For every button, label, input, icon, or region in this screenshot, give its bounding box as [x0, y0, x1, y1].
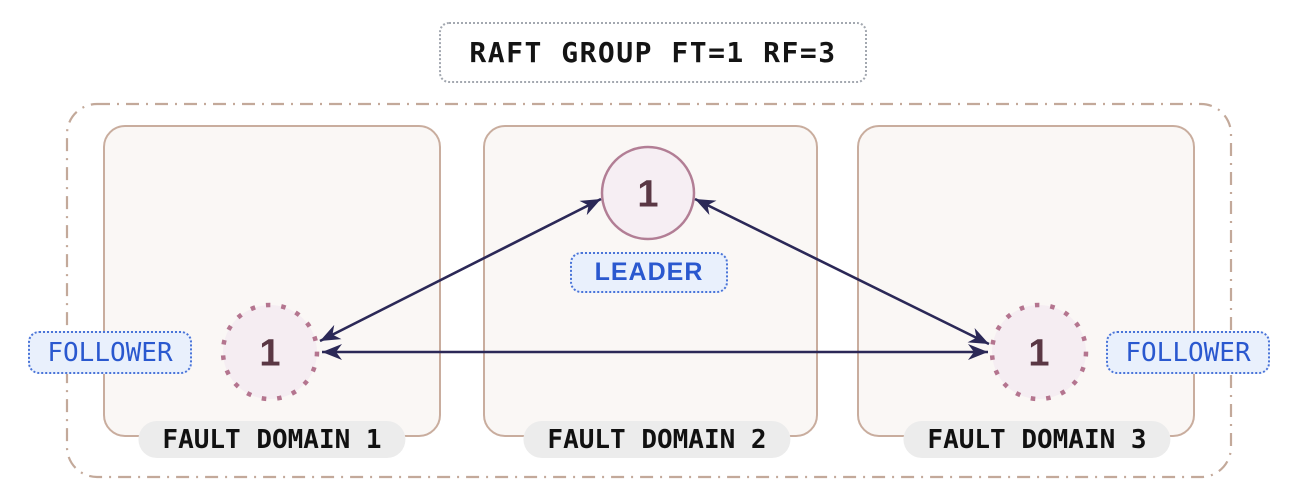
fault-domain-1-node-id: 1	[259, 332, 281, 375]
leader-label: LEADER	[570, 252, 728, 293]
follower-label-right: FOLLOWER	[1106, 331, 1270, 374]
fault-domain-2-label-pill: FAULT DOMAIN 2	[523, 421, 791, 458]
leader-text: LEADER	[594, 258, 704, 286]
fault-domain-3-label-pill: FAULT DOMAIN 3	[903, 421, 1171, 458]
fault-domain-2-node-id: 1	[637, 173, 659, 216]
fault-domain-2-node-circle	[600, 145, 696, 241]
raft-group-container-border	[65, 102, 1233, 479]
arrow-leader-follower3	[694, 197, 990, 346]
fault-domain-1-label-pill: FAULT DOMAIN 1	[138, 421, 406, 458]
fault-domain-1-label: FAULT DOMAIN 1	[162, 424, 382, 455]
follower-label-left: FOLLOWER	[28, 331, 192, 374]
fault-domain-1-node-circle	[220, 302, 320, 402]
fault-domain-3-label: FAULT DOMAIN 3	[927, 424, 1147, 455]
raft-group-title-box: RAFT GROUP FT=1 RF=3	[439, 22, 867, 83]
fault-domain-3-node-id: 1	[1028, 332, 1050, 375]
follower-left-text: FOLLOWER	[47, 337, 173, 368]
arrow-leader-follower1	[319, 197, 602, 343]
fault-domain-2-label: FAULT DOMAIN 2	[547, 424, 767, 455]
follower-right-text: FOLLOWER	[1125, 337, 1251, 368]
raft-group-title: RAFT GROUP FT=1 RF=3	[469, 36, 837, 69]
fault-domain-3-node-circle	[989, 302, 1089, 402]
